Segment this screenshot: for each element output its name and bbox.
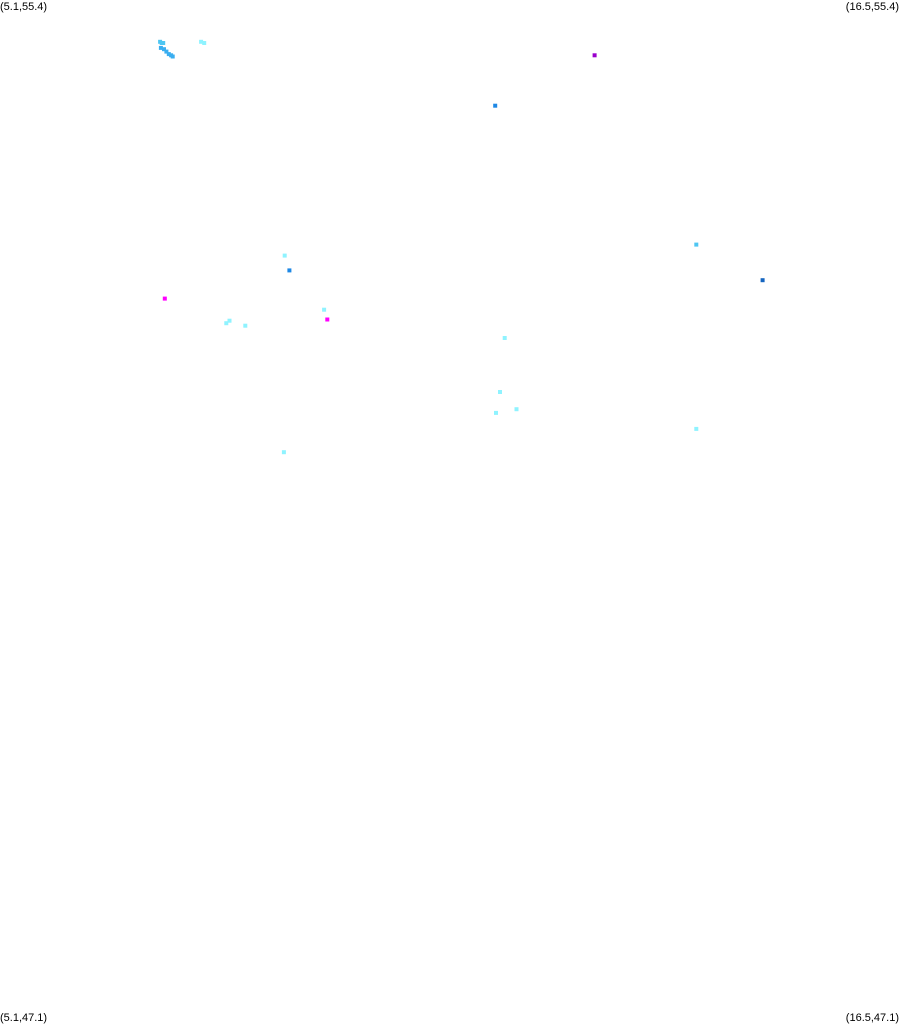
map-point <box>170 54 175 59</box>
map-point <box>502 336 507 340</box>
map-point <box>287 268 292 273</box>
corner-label-top-right: (16.5,55.4) <box>845 1 899 13</box>
map-point <box>162 47 166 52</box>
map-point <box>227 318 232 323</box>
map-point <box>494 410 498 415</box>
map-point <box>592 53 597 58</box>
map-point <box>199 39 204 44</box>
map-point <box>498 390 502 394</box>
map-point <box>493 103 498 108</box>
corner-label-bottom-right: (16.5,47.1) <box>845 1012 899 1024</box>
map-point <box>161 41 166 45</box>
map-point <box>164 49 169 54</box>
points-layer <box>158 39 765 455</box>
map-point <box>162 296 167 301</box>
map-point <box>694 242 699 247</box>
map-point <box>325 317 330 322</box>
map-point <box>760 278 765 283</box>
corner-label-top-left: (5.1,55.4) <box>0 1 48 13</box>
map-point <box>514 407 519 412</box>
map-point <box>694 426 699 431</box>
map-point <box>166 52 171 57</box>
map-point <box>243 323 248 328</box>
map-point <box>322 307 327 312</box>
map-point <box>202 41 207 45</box>
map-point <box>281 450 286 455</box>
map-point <box>224 321 229 326</box>
map-point <box>158 45 163 50</box>
corner-label-bottom-left: (5.1,47.1) <box>0 1012 48 1024</box>
map-point <box>282 253 287 258</box>
